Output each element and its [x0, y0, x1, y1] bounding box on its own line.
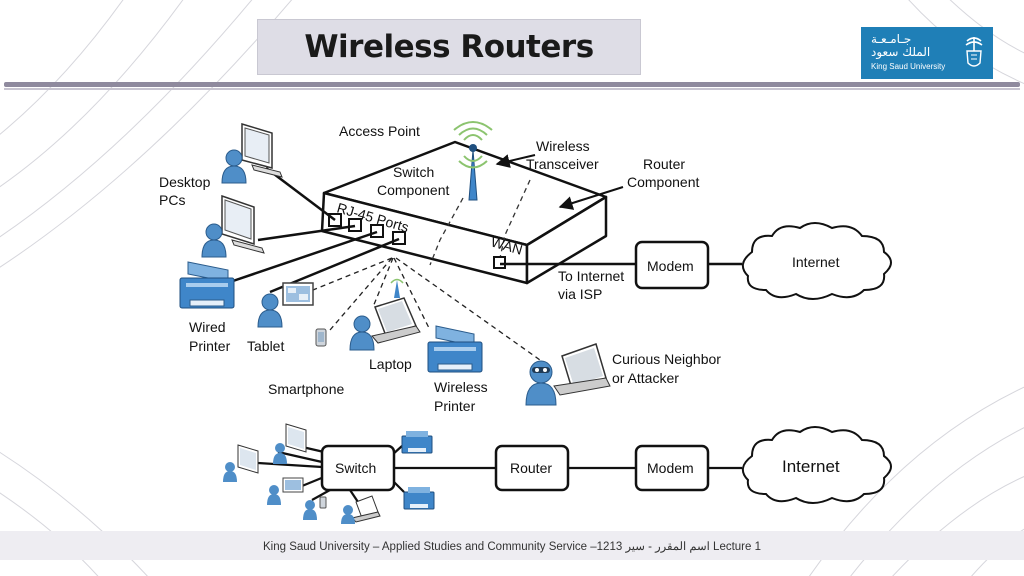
component-divider	[429, 179, 531, 266]
label-wired-printer-1: Wired	[189, 319, 226, 335]
label-modem-top: Modem	[647, 258, 694, 274]
label-to-internet-1: To Internet	[558, 268, 624, 284]
label-switch-component-1: Switch	[393, 164, 434, 180]
footer-bar: King Saud University – Applied Studies a…	[0, 531, 1024, 560]
bottom-person-3-icon	[267, 485, 281, 505]
bottom-router-box	[494, 444, 570, 492]
bottom-person-4-icon	[303, 500, 317, 520]
desktop-pc-2-icon	[221, 194, 265, 254]
person-2-icon	[201, 223, 227, 258]
university-logo: جـامـعـة الملك سعود King Saud University	[861, 27, 993, 79]
wireless-printer-icon	[427, 325, 483, 373]
bottom-printer-2-icon	[403, 487, 435, 510]
desktop-pc-1-icon	[241, 122, 283, 178]
logo-arabic-line-1: جـامـعـة	[871, 32, 912, 46]
laptop-antenna-icon	[390, 278, 404, 298]
title-divider	[4, 82, 1020, 87]
person-tablet-icon	[257, 293, 283, 328]
bottom-desktop-2-icon	[237, 444, 259, 474]
title-banner: Wireless Routers	[257, 19, 641, 75]
label-router-component-1: Router	[643, 156, 685, 172]
label-wireless-transceiver-1: Wireless	[536, 138, 590, 154]
label-curious-neighbor-2: or Attacker	[612, 370, 679, 386]
label-tablet: Tablet	[247, 338, 284, 354]
label-desktop-pcs-1: Desktop	[159, 174, 211, 190]
label-smartphone: Smartphone	[268, 381, 344, 397]
label-bottom-switch: Switch	[335, 460, 376, 476]
footer-text: King Saud University – Applied Studies a…	[262, 540, 762, 553]
bottom-printer-1-icon	[401, 431, 433, 454]
label-router-component-2: Component	[627, 174, 699, 190]
logo-english-name: King Saud University	[871, 62, 946, 71]
bottom-modem-box	[634, 444, 710, 492]
bottom-person-2-icon	[223, 462, 237, 482]
label-access-point: Access Point	[339, 123, 420, 139]
label-wired-printer-2: Printer	[189, 338, 231, 354]
label-to-internet-2: via ISP	[558, 286, 602, 302]
bottom-tablet-icon	[282, 477, 304, 493]
bottom-smartphone-icon	[319, 496, 327, 509]
access-point-box	[320, 140, 608, 285]
label-switch-component-2: Component	[377, 182, 449, 198]
palm-emblem-icon	[965, 37, 983, 67]
label-bottom-router: Router	[510, 460, 552, 476]
label-wireless-printer-1: Wireless	[434, 379, 488, 395]
person-laptop-icon	[349, 315, 375, 351]
label-bottom-modem: Modem	[647, 460, 694, 476]
label-internet-top: Internet	[792, 254, 840, 270]
bottom-switch-box	[320, 444, 396, 492]
bottom-desktop-1-icon	[285, 423, 307, 453]
page-title: Wireless Routers	[304, 29, 594, 65]
label-desktop-pcs-2: PCs	[159, 192, 185, 208]
modem-box	[634, 240, 710, 290]
laptop-icon	[371, 297, 421, 344]
bottom-person-1-icon	[273, 443, 287, 464]
wired-printer-icon	[179, 261, 235, 309]
wireless-links	[312, 257, 541, 361]
tablet-icon	[282, 282, 314, 306]
label-bottom-internet: Internet	[782, 457, 840, 476]
attacker-laptop-icon	[553, 343, 611, 396]
logo-arabic-line-2: الملك سعود	[871, 45, 931, 59]
bottom-internet-cloud-icon	[741, 426, 892, 504]
label-wireless-printer-2: Printer	[434, 398, 476, 414]
smartphone-icon	[315, 328, 327, 347]
attacker-person-icon	[525, 360, 557, 406]
label-curious-neighbor-1: Curious Neighbor	[612, 351, 721, 367]
internet-cloud-icon	[741, 222, 892, 300]
title-divider-thin	[4, 88, 1020, 90]
annotation-arrows	[495, 154, 624, 210]
bottom-laptop-icon	[351, 495, 381, 523]
antenna-icon	[453, 121, 493, 201]
label-laptop: Laptop	[369, 356, 412, 372]
bottom-person-5-icon	[341, 505, 355, 524]
person-1-icon	[221, 149, 247, 184]
label-wireless-transceiver-2: Transceiver	[526, 156, 599, 172]
